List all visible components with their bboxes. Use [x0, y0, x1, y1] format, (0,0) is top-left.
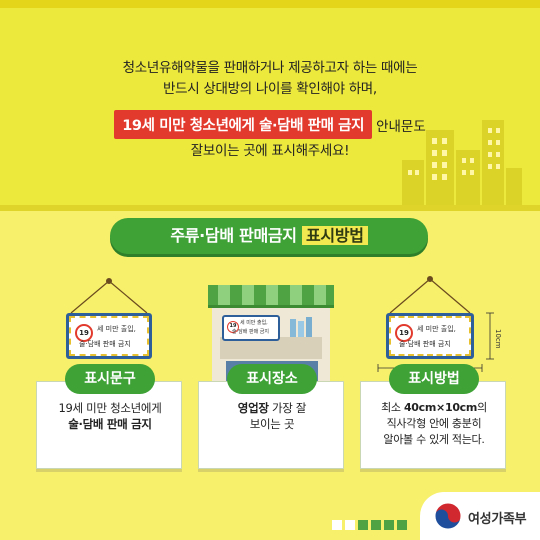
intro-highlight-row: 19세 미만 청소년에게 술·담배 판매 금지 안내문도	[0, 110, 540, 139]
panel-display-text: 19 세 미만 출입, 술·담배 판매 금지 표시문구 19세 미만 청소년에게…	[36, 275, 182, 473]
desc-line-3: 알아볼 수 있게 적는다.	[383, 433, 485, 446]
section-banner: 주류·담배 판매금지 표시방법	[110, 218, 428, 254]
sign-line-1: 세 미만 출입,	[240, 320, 268, 326]
panel-description: 19세 미만 청소년에게 술·담배 판매 금지	[37, 400, 183, 432]
sign-dimensions-illustration: 19 세 미만 출입, 술·담배 판매 금지 40cm 10cm	[360, 275, 506, 385]
sign-board: 19 세 미만 출입, 술·담배 판매 금지	[386, 313, 474, 359]
sign-line-1: 세 미만 출입,	[97, 325, 136, 333]
ministry-logo: 여성가족부	[420, 492, 540, 540]
page-indicator	[332, 520, 407, 530]
sign-board: 19 세 미만 출입, 술·담배 판매 금지	[222, 315, 280, 341]
desc-bold: 40cm×10cm	[403, 401, 478, 414]
panel-label: 표시문구	[65, 364, 155, 394]
desc-line-2: 술·담배 판매 금지	[68, 417, 152, 431]
panel-card: 표시장소 영업장 가장 잘 보이는 곳	[198, 364, 345, 469]
desc-pre: 최소	[381, 401, 404, 414]
age-19-badge: 19	[395, 324, 413, 342]
indicator-dot	[384, 520, 394, 530]
desc-line-1: 19세 미만 청소년에게	[58, 401, 162, 415]
intro-line-4: 잘보이는 곳에 표시해주세요!	[190, 143, 350, 159]
intro-line-2: 반드시 상대방의 나이를 확인해야 하며,	[163, 81, 377, 97]
intro-tail: 안내문도	[376, 118, 426, 135]
desc-bold: 영업장	[237, 401, 269, 415]
panel-description: 영업장 가장 잘 보이는 곳	[199, 400, 345, 432]
panel-display-location: 19 세 미만 출입, 술·담배 판매 금지 표시장소 영업장 가장 잘 보이는…	[198, 275, 344, 473]
sign-line-2: 술·담배 판매 금지	[232, 329, 269, 335]
sign-line-2: 술·담배 판매 금지	[399, 340, 451, 348]
hanging-sign-illustration: 19 세 미만 출입, 술·담배 판매 금지	[36, 275, 182, 385]
desc-line-2: 직사각형 안에 충분히	[386, 417, 482, 430]
ministry-name: 여성가족부	[468, 512, 527, 527]
city-skyline-icon	[402, 120, 522, 210]
sign-board: 19 세 미만 출입, 술·담배 판매 금지	[66, 313, 152, 359]
panel-card: 표시방법 최소 40cm×10cm의 직사각형 안에 충분히 알아볼 수 있게 …	[360, 364, 507, 469]
highlight-warning: 19세 미만 청소년에게 술·담배 판매 금지	[114, 110, 373, 139]
panel-label: 표시방법	[389, 364, 479, 394]
banner-main-text: 주류·담배 판매금지	[170, 226, 302, 245]
indicator-dot	[358, 520, 368, 530]
top-strip	[0, 0, 540, 8]
indicator-dot	[371, 520, 381, 530]
intro-text: 청소년유해약물을 판매하거나 제공하고자 하는 때에는 반드시 상대방의 나이를…	[0, 58, 540, 162]
panel-card: 표시문구 19세 미만 청소년에게 술·담배 판매 금지	[36, 364, 183, 469]
taeguk-emblem-icon	[434, 502, 462, 530]
sign-line-1: 세 미만 출입,	[417, 325, 456, 333]
panel-description: 최소 40cm×10cm의 직사각형 안에 충분히 알아볼 수 있게 적는다.	[361, 400, 507, 448]
age-19-badge: 19	[227, 321, 239, 333]
desc-post: 의	[477, 401, 487, 414]
indicator-dot	[332, 520, 342, 530]
desc-line-1-rest: 가장 잘	[268, 401, 307, 415]
intro-line-1: 청소년유해약물을 판매하거나 제공하고자 하는 때에는	[122, 60, 418, 76]
indicator-dot	[345, 520, 355, 530]
age-19-badge: 19	[75, 324, 93, 342]
desc-line-2: 보이는 곳	[249, 417, 295, 431]
height-dimension: 10cm	[494, 329, 502, 349]
banner-emphasis-text: 표시방법	[302, 226, 368, 245]
panel-display-method: 19 세 미만 출입, 술·담배 판매 금지 40cm 10cm 표시방법 최소…	[360, 275, 506, 473]
panel-label: 표시장소	[227, 364, 317, 394]
sign-line-2: 술·담배 판매 금지	[79, 340, 131, 348]
ground-line	[0, 205, 540, 211]
hanger-icon	[70, 278, 148, 314]
indicator-dot	[397, 520, 407, 530]
